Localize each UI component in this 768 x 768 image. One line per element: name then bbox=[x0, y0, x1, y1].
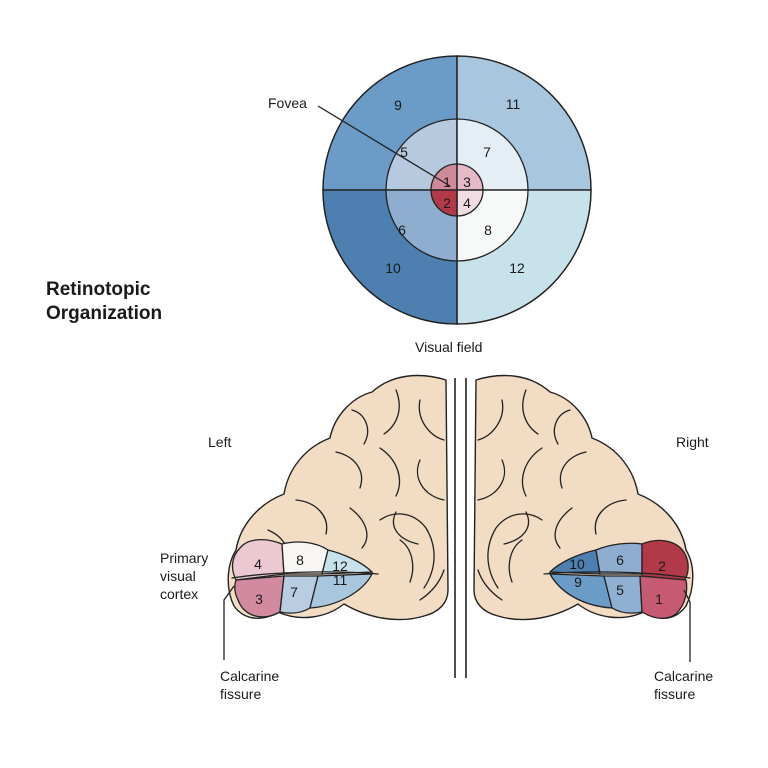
visual-field-disk: 1 2 3 4 5 6 7 8 9 10 11 12 bbox=[322, 55, 592, 325]
calcarine-right-label-line-1: Calcarine bbox=[654, 668, 713, 684]
field-region-4 bbox=[456, 189, 484, 217]
field-region-2 bbox=[430, 189, 458, 217]
right-cortex-number-10: 10 bbox=[569, 556, 585, 572]
title-line-1: Retinotopic bbox=[46, 279, 151, 300]
field-number-6: 6 bbox=[398, 222, 406, 238]
field-number-1: 1 bbox=[443, 174, 451, 190]
calcarine-left-label-line-1: Calcarine bbox=[220, 668, 279, 684]
right-hemisphere: 10 6 2 9 5 1 bbox=[473, 374, 694, 621]
left-cortex-number-3: 3 bbox=[255, 591, 263, 607]
field-region-1 bbox=[430, 163, 458, 191]
left-cortex-region-8 bbox=[281, 541, 329, 575]
field-number-8: 8 bbox=[484, 222, 492, 238]
left-hemisphere: 4 8 12 3 7 11 bbox=[227, 374, 449, 621]
field-number-12: 12 bbox=[509, 260, 525, 276]
fovea-label: Fovea bbox=[268, 95, 307, 111]
primary-visual-cortex-label-line-1: Primary bbox=[160, 550, 208, 566]
right-cortex-region-2 bbox=[641, 539, 689, 581]
title-line-2: Organization bbox=[46, 303, 163, 324]
field-number-11: 11 bbox=[506, 96, 521, 112]
field-number-2: 2 bbox=[443, 195, 451, 211]
fovea-leader-line bbox=[317, 105, 451, 187]
right-hemisphere-label: Right bbox=[676, 434, 709, 450]
primary-visual-cortex-label-line-3: cortex bbox=[160, 586, 198, 602]
calcarine-left-label-line-2: fissure bbox=[220, 686, 261, 702]
left-cortex-number-11: 11 bbox=[333, 572, 348, 588]
left-hemisphere-label: Left bbox=[208, 434, 231, 450]
right-cortex-number-1: 1 bbox=[655, 591, 663, 607]
left-cortex-number-8: 8 bbox=[296, 552, 304, 568]
left-cortex-region-3 bbox=[234, 575, 285, 618]
right-cortex-number-9: 9 bbox=[574, 574, 582, 590]
calcarine-right-label-line-2: fissure bbox=[654, 686, 695, 702]
figure-title: Retinotopic Organization bbox=[46, 278, 162, 326]
left-cortex-number-12: 12 bbox=[332, 558, 348, 574]
left-cortex-region-11 bbox=[309, 573, 374, 609]
field-number-7: 7 bbox=[483, 144, 491, 160]
right-cortex-number-6: 6 bbox=[616, 552, 624, 568]
right-cortex-region-1 bbox=[639, 575, 688, 620]
field-region-3 bbox=[456, 163, 484, 191]
right-cortex-number-2: 2 bbox=[658, 558, 666, 574]
field-number-9: 9 bbox=[394, 97, 402, 113]
calcarine-right-leader bbox=[683, 589, 691, 662]
left-cortex-number-4: 4 bbox=[254, 556, 262, 572]
field-number-4: 4 bbox=[463, 195, 471, 211]
field-number-10: 10 bbox=[385, 260, 401, 276]
left-cortex-region-12 bbox=[321, 549, 374, 575]
left-cortex-number-7: 7 bbox=[290, 584, 298, 600]
field-number-5: 5 bbox=[400, 144, 408, 160]
visual-field-label: Visual field bbox=[415, 339, 482, 355]
primary-visual-cortex-label-line-2: visual bbox=[160, 568, 196, 584]
calcarine-left-leader bbox=[223, 585, 235, 660]
right-cortex-number-5: 5 bbox=[616, 582, 624, 598]
field-number-3: 3 bbox=[463, 174, 471, 190]
